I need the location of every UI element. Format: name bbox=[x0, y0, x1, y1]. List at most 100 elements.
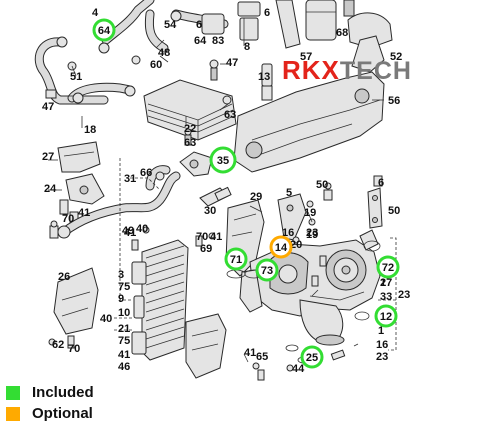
callout-label: 30 bbox=[204, 205, 216, 217]
callout-label: 29 bbox=[250, 191, 262, 203]
callout-label: 50 bbox=[388, 205, 400, 217]
callout-label: 44 bbox=[292, 363, 305, 375]
callout-label: 1 bbox=[378, 325, 384, 337]
callout-label: 16 bbox=[376, 339, 388, 351]
callout-label: 66 bbox=[140, 167, 152, 179]
callout-included: 64 bbox=[92, 18, 116, 42]
callout-label: 20 bbox=[290, 239, 302, 251]
coolant-pipe-upper-middle bbox=[131, 1, 261, 65]
callout-included: 25 bbox=[300, 345, 324, 369]
mounting-bracket bbox=[179, 151, 213, 177]
callout-number: 73 bbox=[261, 265, 273, 277]
callout-label: 41 bbox=[118, 349, 130, 361]
callout-label: 3 bbox=[118, 269, 124, 281]
callout-label: 56 bbox=[388, 95, 400, 107]
brand-logo: RKXTECH bbox=[282, 55, 412, 86]
callout-included: 71 bbox=[224, 247, 248, 271]
callout-label: 5 bbox=[286, 187, 292, 199]
callout-label: 63 bbox=[184, 137, 196, 149]
callout-label: 18 bbox=[84, 124, 96, 136]
callout-optional: 14 bbox=[269, 235, 293, 259]
callout-label: 31 bbox=[124, 173, 136, 185]
callout-ring bbox=[300, 345, 324, 369]
callout-label: 83 bbox=[212, 35, 224, 47]
callout-number: 25 bbox=[306, 352, 318, 364]
callout-label: 41 bbox=[124, 227, 136, 239]
callout-label: 6 bbox=[378, 177, 384, 189]
callout-label: 63 bbox=[224, 109, 236, 121]
callout-label: 19 bbox=[306, 229, 318, 241]
callout-label: 8 bbox=[244, 41, 250, 53]
turbo-support-bracket bbox=[277, 193, 316, 241]
callout-label: 23 bbox=[376, 351, 388, 363]
callout-label: 75 bbox=[118, 281, 130, 293]
legend-swatch-included bbox=[6, 385, 20, 400]
callout-label: 70 bbox=[62, 213, 74, 225]
heat-shield-lower bbox=[185, 313, 227, 379]
callout-number: 35 bbox=[217, 155, 229, 167]
callout-label: 54 bbox=[164, 19, 177, 31]
callout-ring bbox=[92, 18, 116, 42]
turbocharger bbox=[239, 229, 381, 346]
callout-label: 64 bbox=[194, 35, 207, 47]
callout-ring bbox=[374, 304, 398, 328]
callout-label: 40 bbox=[100, 313, 112, 325]
bracket-right bbox=[367, 175, 383, 229]
callout-label: 47 bbox=[42, 101, 54, 113]
callout-included: 72 bbox=[376, 255, 400, 279]
callout-label: 23 bbox=[306, 227, 318, 239]
callout-ring bbox=[255, 258, 279, 282]
oil-cooler bbox=[143, 79, 237, 141]
callout-label: 10 bbox=[118, 307, 130, 319]
callout-label: 41 bbox=[244, 347, 256, 359]
callout-ring bbox=[269, 235, 293, 259]
oil-filter-housing bbox=[275, 0, 393, 49]
callout-included: 35 bbox=[209, 146, 237, 174]
callout-label: 6 bbox=[196, 19, 202, 31]
legend-label-optional: Optional bbox=[32, 405, 93, 422]
callout-label: 70 bbox=[68, 343, 80, 355]
callout-label: 2 bbox=[380, 277, 386, 289]
callout-label: 62 bbox=[52, 339, 64, 351]
callout-label: 40 bbox=[136, 223, 148, 235]
bracket-left-upper bbox=[57, 141, 101, 173]
callout-label: 4 bbox=[92, 7, 99, 19]
callout-label: 75 bbox=[118, 335, 130, 347]
leader-lines bbox=[48, 18, 397, 363]
callout-number: 12 bbox=[380, 311, 392, 323]
callout-ring bbox=[376, 255, 400, 279]
callout-included: 73 bbox=[255, 258, 279, 282]
callout-label: 27 bbox=[42, 151, 54, 163]
callout-label: 70 bbox=[196, 231, 208, 243]
callout-ring bbox=[224, 247, 248, 271]
callout-number: 14 bbox=[275, 242, 288, 254]
bolts-misc bbox=[48, 182, 388, 381]
callout-label: 52 bbox=[390, 51, 402, 63]
heat-shield-left bbox=[53, 267, 99, 335]
callout-label: 50 bbox=[316, 179, 328, 191]
callout-label: 51 bbox=[70, 71, 82, 83]
callout-label: 41 bbox=[78, 207, 90, 219]
brand-text-b: TECH bbox=[339, 57, 412, 85]
callout-label: 13 bbox=[258, 71, 270, 83]
callout-label: 41 bbox=[210, 231, 222, 243]
legend-swatch-optional bbox=[6, 406, 20, 421]
callout-label: 68 bbox=[336, 27, 348, 39]
callout-included: 12 bbox=[374, 304, 398, 328]
callout-label: 46 bbox=[118, 361, 130, 373]
callout-label: 6 bbox=[264, 7, 270, 19]
callout-label: 19 bbox=[304, 207, 316, 219]
callout-label: 65 bbox=[256, 351, 268, 363]
brand-text-a: RKX bbox=[282, 55, 340, 85]
callout-number: 72 bbox=[382, 262, 394, 274]
legend-label-included: Included bbox=[32, 384, 94, 401]
hose-clips-upper bbox=[45, 36, 136, 104]
callout-label: 22 bbox=[184, 123, 196, 135]
oil-feed-pipe bbox=[199, 186, 232, 207]
callout-number: 71 bbox=[230, 254, 242, 266]
callout-label: 33 bbox=[380, 291, 392, 303]
